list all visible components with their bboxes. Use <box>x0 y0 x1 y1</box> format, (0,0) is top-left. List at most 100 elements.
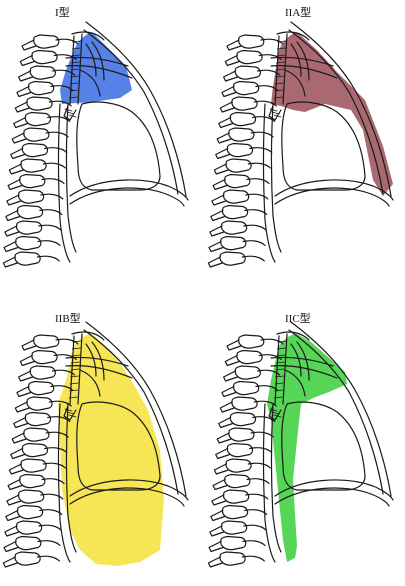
rib <box>42 162 66 169</box>
pleural-line <box>65 103 77 253</box>
vertebra <box>236 49 263 65</box>
rib <box>247 462 271 469</box>
vertebra <box>229 411 257 427</box>
spinous-process <box>5 509 21 522</box>
rib <box>50 85 74 92</box>
spinous-process <box>209 525 225 537</box>
tracheal-ring <box>72 40 82 43</box>
lung-outline <box>76 401 161 491</box>
rib <box>258 54 282 61</box>
spinous-process <box>208 240 224 253</box>
vertebra <box>234 65 261 80</box>
tracheal-ring <box>274 389 284 392</box>
trachea-wall <box>282 33 288 105</box>
pleural-line <box>65 403 77 553</box>
pleural-line <box>57 103 71 263</box>
tracheal-ring <box>275 68 285 71</box>
rib <box>241 555 265 562</box>
clavicle <box>276 31 310 41</box>
spinous-process <box>218 416 234 429</box>
tracheal-ring <box>274 382 284 385</box>
vertebra <box>14 251 41 266</box>
vertebra <box>222 489 250 504</box>
spinous-process <box>13 116 29 129</box>
spinous-process <box>219 401 235 413</box>
vertebra <box>31 49 58 65</box>
tracheal-ring <box>69 389 79 392</box>
spinous-process <box>10 147 26 160</box>
chest-wall-inner <box>83 329 179 495</box>
tracheal-ring <box>275 75 284 78</box>
rib <box>40 193 64 200</box>
spinous-process <box>210 509 226 522</box>
vertebra <box>228 427 255 442</box>
vessel <box>290 343 302 377</box>
rib <box>258 354 282 361</box>
rib <box>245 493 269 500</box>
diaphragm-upper <box>274 179 394 201</box>
bronchial-ring <box>68 114 77 118</box>
rib <box>47 416 71 423</box>
rib <box>38 524 62 531</box>
spinous-process <box>7 478 23 491</box>
vertebra <box>229 111 257 127</box>
spinous-process <box>21 39 37 51</box>
spinous-process <box>14 401 30 413</box>
bronchial-ring <box>269 408 278 412</box>
spinous-process <box>209 225 225 237</box>
spinous-process <box>216 132 232 144</box>
tracheal-ring <box>276 354 286 357</box>
rib <box>242 540 266 547</box>
vessel <box>91 341 105 381</box>
spinous-process <box>211 494 227 506</box>
tracheal-ring <box>71 347 81 350</box>
vertebra <box>23 127 50 142</box>
vertebra <box>33 334 60 349</box>
vessel <box>284 369 306 397</box>
first-rib <box>65 56 129 67</box>
rib <box>39 209 63 216</box>
shaded-region <box>271 32 393 196</box>
rib <box>243 524 267 531</box>
tracheal-ring <box>277 40 287 43</box>
first-rib <box>65 356 129 367</box>
tracheal-ring <box>70 375 79 378</box>
bronchial-ring <box>64 408 73 412</box>
rib <box>252 116 276 123</box>
spinous-process <box>6 194 22 206</box>
vertebra <box>14 551 41 566</box>
vertebra <box>27 80 55 96</box>
shaded-region <box>58 334 164 566</box>
first-rib <box>270 56 334 67</box>
spinous-process <box>224 54 240 67</box>
thorax-diagram <box>2 21 189 268</box>
lung-outline <box>281 401 366 491</box>
vertebra <box>29 65 56 80</box>
vertebral-column <box>2 34 79 268</box>
panel-type-iic: IIC型 <box>205 300 395 570</box>
spinous-process <box>3 240 19 253</box>
rib <box>253 400 277 407</box>
tracheal-ring <box>273 396 283 399</box>
vertebra <box>19 473 46 489</box>
vertebra <box>20 458 47 473</box>
vertebra <box>226 442 254 458</box>
vessel <box>79 69 101 97</box>
diaphragm-lower <box>274 487 390 507</box>
spinous-process <box>215 147 231 160</box>
vertebral-column <box>2 334 79 568</box>
rib <box>47 116 71 123</box>
tracheal-ring <box>70 361 80 364</box>
vessel <box>296 41 310 81</box>
vertebra <box>232 380 260 396</box>
vertebra <box>222 189 250 204</box>
spinous-process <box>16 85 32 98</box>
rib <box>50 385 74 392</box>
tracheal-ring <box>69 89 79 92</box>
tracheal-ring <box>71 54 81 57</box>
vertebra <box>224 173 251 189</box>
vertebra <box>17 489 45 504</box>
vertebra <box>26 96 53 111</box>
spinous-process <box>6 494 22 506</box>
spinous-process <box>11 432 27 444</box>
